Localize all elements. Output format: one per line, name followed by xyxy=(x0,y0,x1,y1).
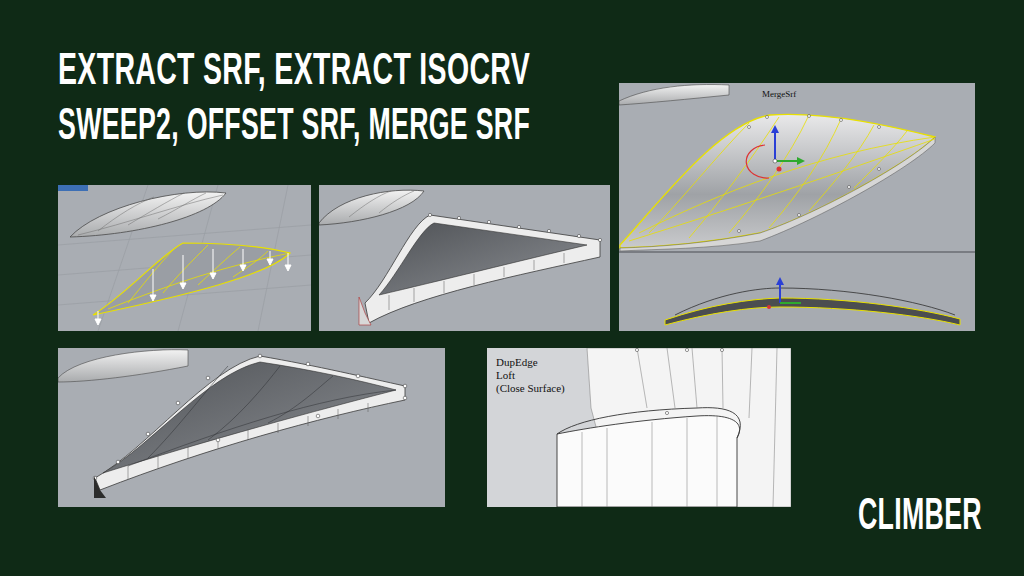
offset-wall xyxy=(620,137,935,251)
offset-wall xyxy=(365,215,600,323)
end-cap xyxy=(94,476,106,498)
lens-surface xyxy=(70,192,226,237)
side-profile xyxy=(665,298,960,325)
slide-title: EXTRACT SRF, EXTRACT ISOCRV xyxy=(58,47,530,91)
lens-isocurves xyxy=(78,193,223,235)
viewport-ground xyxy=(319,185,610,331)
side-profile-curve xyxy=(675,288,955,315)
viewport-tab xyxy=(58,185,88,191)
closed-loft xyxy=(557,416,740,507)
wall-lines xyxy=(582,348,777,507)
gizmo xyxy=(746,125,805,178)
grid xyxy=(58,185,311,331)
lens-isocurves xyxy=(349,191,414,217)
lens-surface xyxy=(319,190,424,225)
sweep-surface xyxy=(93,243,290,315)
surface-isocurves xyxy=(629,115,935,241)
brand-label: CLIMBER xyxy=(858,492,982,536)
viewport-divider xyxy=(619,251,975,253)
loft-rim xyxy=(557,408,740,438)
viewport-panel xyxy=(487,348,791,507)
viewport-ground xyxy=(619,253,975,331)
control-points xyxy=(428,213,601,241)
viewport-ground xyxy=(58,185,311,331)
inner-surface xyxy=(379,223,587,295)
control-points xyxy=(93,354,407,480)
control-points xyxy=(738,115,881,233)
gizmo xyxy=(767,277,801,309)
lens-surface xyxy=(619,85,729,105)
command-note: Loft xyxy=(496,370,515,381)
viewport-panel xyxy=(319,185,610,331)
command-note: DupEdge xyxy=(496,357,538,368)
viewport-ground xyxy=(58,348,445,507)
offset-wall xyxy=(95,356,405,490)
viewport-ground xyxy=(619,83,975,331)
surface-isocurves xyxy=(108,245,290,309)
lens-surface xyxy=(58,350,188,382)
command-label: MergeSrf xyxy=(762,90,796,99)
end-cap xyxy=(359,297,371,325)
viewport-ground xyxy=(487,348,791,507)
direction-arrows xyxy=(95,249,291,325)
surface-isocurves xyxy=(128,366,396,466)
viewport-panel xyxy=(58,185,311,331)
viewport-panel xyxy=(58,348,445,507)
slide-title-line: SWEEP2, OFFSET SRF, MERGE SRF xyxy=(58,102,530,146)
viewport-panel xyxy=(619,83,975,331)
command-note: (Close Surface) xyxy=(496,383,565,394)
control-points xyxy=(635,348,723,414)
inner-surface xyxy=(103,362,396,473)
